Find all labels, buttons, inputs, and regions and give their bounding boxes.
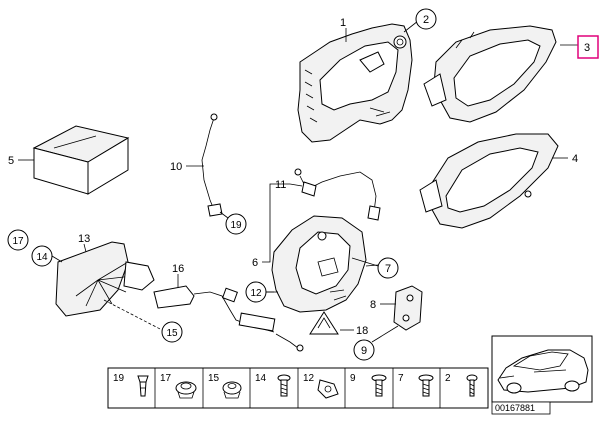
panel-part[interactable] bbox=[55, 241, 155, 317]
actuator-part[interactable] bbox=[153, 285, 304, 352]
legend-item-19-label: 19 bbox=[113, 373, 125, 384]
callout-7-circle: 7 bbox=[377, 257, 399, 279]
handle-carrier-part[interactable] bbox=[297, 23, 413, 143]
legend-item-9-label: 9 bbox=[350, 373, 356, 384]
legend-item-12-label: 12 bbox=[303, 373, 315, 384]
callout-14-circle: 14 bbox=[31, 245, 53, 267]
callout-19-label: 19 bbox=[230, 220, 242, 231]
door-lock-part[interactable] bbox=[271, 215, 367, 313]
callout-9-label: 9 bbox=[361, 345, 367, 357]
callout-8-label: 8 bbox=[370, 299, 376, 311]
callout-18-label: 18 bbox=[356, 325, 368, 337]
rod-part[interactable] bbox=[201, 113, 223, 217]
plug-icon bbox=[222, 381, 242, 399]
outer-door-handle-part[interactable] bbox=[423, 25, 557, 123]
small-screw-icon bbox=[466, 374, 478, 397]
callout-13-label: 13 bbox=[78, 233, 90, 245]
cable-part[interactable] bbox=[294, 168, 381, 221]
highlight-box bbox=[577, 35, 599, 59]
cable-clip-icon bbox=[317, 379, 339, 399]
callout-2-circle: 2 bbox=[415, 8, 437, 30]
callout-17-label: 17 bbox=[12, 236, 24, 247]
striker-bracket-part[interactable] bbox=[393, 285, 423, 331]
car-thumbnail bbox=[491, 335, 593, 403]
callout-14-label: 14 bbox=[36, 252, 48, 263]
callout-17-circle: 17 bbox=[7, 229, 29, 251]
legend-item-7-label: 7 bbox=[398, 373, 404, 384]
legend-item-14-label: 14 bbox=[255, 373, 267, 384]
callout-4-label: 4 bbox=[572, 153, 578, 165]
box-part[interactable] bbox=[32, 125, 130, 195]
warning-label-part[interactable] bbox=[309, 311, 339, 335]
grommet-icon bbox=[175, 381, 197, 399]
legend-item-2-label: 2 bbox=[445, 373, 451, 384]
callout-16-label: 16 bbox=[172, 263, 184, 275]
callout-6-label: 6 bbox=[252, 257, 258, 269]
callout-1-label: 1 bbox=[340, 17, 346, 29]
screw-icon bbox=[277, 374, 291, 397]
callout-19-circle: 19 bbox=[225, 213, 247, 235]
callout-2-label: 2 bbox=[423, 14, 429, 26]
reference-number: 00167881 bbox=[495, 403, 535, 413]
outer-door-handle-alt-part[interactable] bbox=[419, 133, 559, 229]
legend-item-15-label: 15 bbox=[208, 373, 220, 384]
bolt-icon bbox=[371, 374, 387, 397]
callout-12-circle: 12 bbox=[245, 281, 267, 303]
small-parts-legend: 19 17 15 14 12 9 7 2 bbox=[107, 367, 489, 409]
bolt-alt-icon bbox=[418, 374, 434, 397]
callout-7-label: 7 bbox=[385, 263, 391, 275]
callout-12-label: 12 bbox=[250, 288, 262, 299]
clip-icon bbox=[137, 375, 149, 397]
callout-10-label: 10 bbox=[170, 161, 182, 173]
callout-3-label: 3 bbox=[584, 42, 590, 54]
legend-item-17-label: 17 bbox=[160, 373, 172, 384]
callout-5-label: 5 bbox=[8, 155, 14, 167]
callout-11-label: 11 bbox=[275, 179, 286, 191]
callout-15-label: 15 bbox=[166, 328, 178, 339]
callout-9-circle: 9 bbox=[353, 339, 375, 361]
callout-15-circle: 15 bbox=[161, 321, 183, 343]
